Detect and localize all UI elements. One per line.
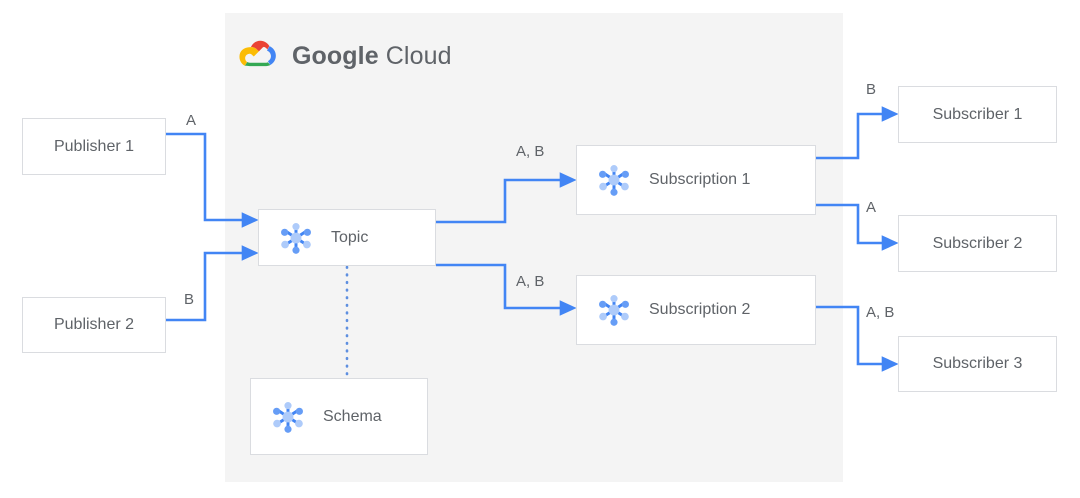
google-cloud-wordmark: Google Cloud (292, 42, 452, 71)
pubsub-icon (599, 295, 629, 326)
node-label-publisher-2: Publisher 2 (53, 316, 135, 333)
brand-name-google: Google (292, 41, 379, 70)
node-label-publisher-1: Publisher 1 (53, 137, 135, 155)
edge-label-subscriber2: A (866, 199, 877, 216)
google-cloud-logo-icon (239, 40, 276, 67)
brand-name-cloud: Cloud (385, 41, 452, 70)
node-subscriber-2[interactable]: Subscriber 2 (898, 215, 1057, 272)
node-label-subscriber-1: Subscriber 1 (932, 105, 1023, 123)
pubsub-icon (281, 222, 311, 254)
node-subscription-2[interactable]: Subscription 2 (576, 275, 816, 345)
node-label-subscriber-2: Subscriber 2 (932, 234, 1023, 252)
node-topic[interactable]: Topic (258, 209, 436, 266)
node-label-subscription-2: Subscription 2 (649, 301, 751, 318)
node-subscriber-3[interactable]: Subscriber 3 (898, 336, 1057, 392)
node-label-schema: Schema (323, 407, 382, 425)
edge-label-publisher1: A (186, 112, 197, 129)
edge-label-subscriber3: A, B (866, 304, 895, 321)
pubsub-icon (273, 401, 303, 433)
node-label-topic: Topic (331, 228, 369, 246)
node-subscriber-1[interactable]: Subscriber 1 (898, 86, 1057, 143)
edge-label-subscriber1: B (866, 81, 877, 98)
node-publisher-1[interactable]: Publisher 1 (22, 118, 166, 175)
google-cloud-brand: Google Cloud (237, 36, 452, 76)
pubsub-icon (599, 165, 629, 196)
edge-label-topic-to-subscription1: A, B (516, 143, 545, 160)
node-label-subscription-1: Subscription 1 (649, 171, 751, 188)
node-subscription-1[interactable]: Subscription 1 (576, 145, 816, 215)
node-publisher-2[interactable]: Publisher 2 (22, 297, 166, 353)
node-schema[interactable]: Schema (250, 378, 428, 455)
node-label-subscriber-3: Subscriber 3 (932, 355, 1023, 372)
edge-label-publisher2: B (184, 291, 195, 308)
edge-label-topic-to-subscription2: A, B (516, 273, 545, 290)
